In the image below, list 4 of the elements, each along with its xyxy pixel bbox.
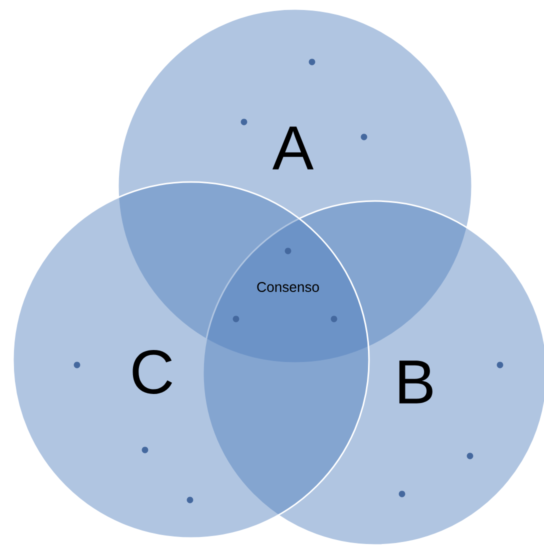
set-letter: B bbox=[399, 360, 432, 404]
set-letter: A bbox=[272, 126, 314, 170]
set-letter: C bbox=[132, 350, 172, 394]
center-label: Consenso bbox=[257, 282, 319, 292]
